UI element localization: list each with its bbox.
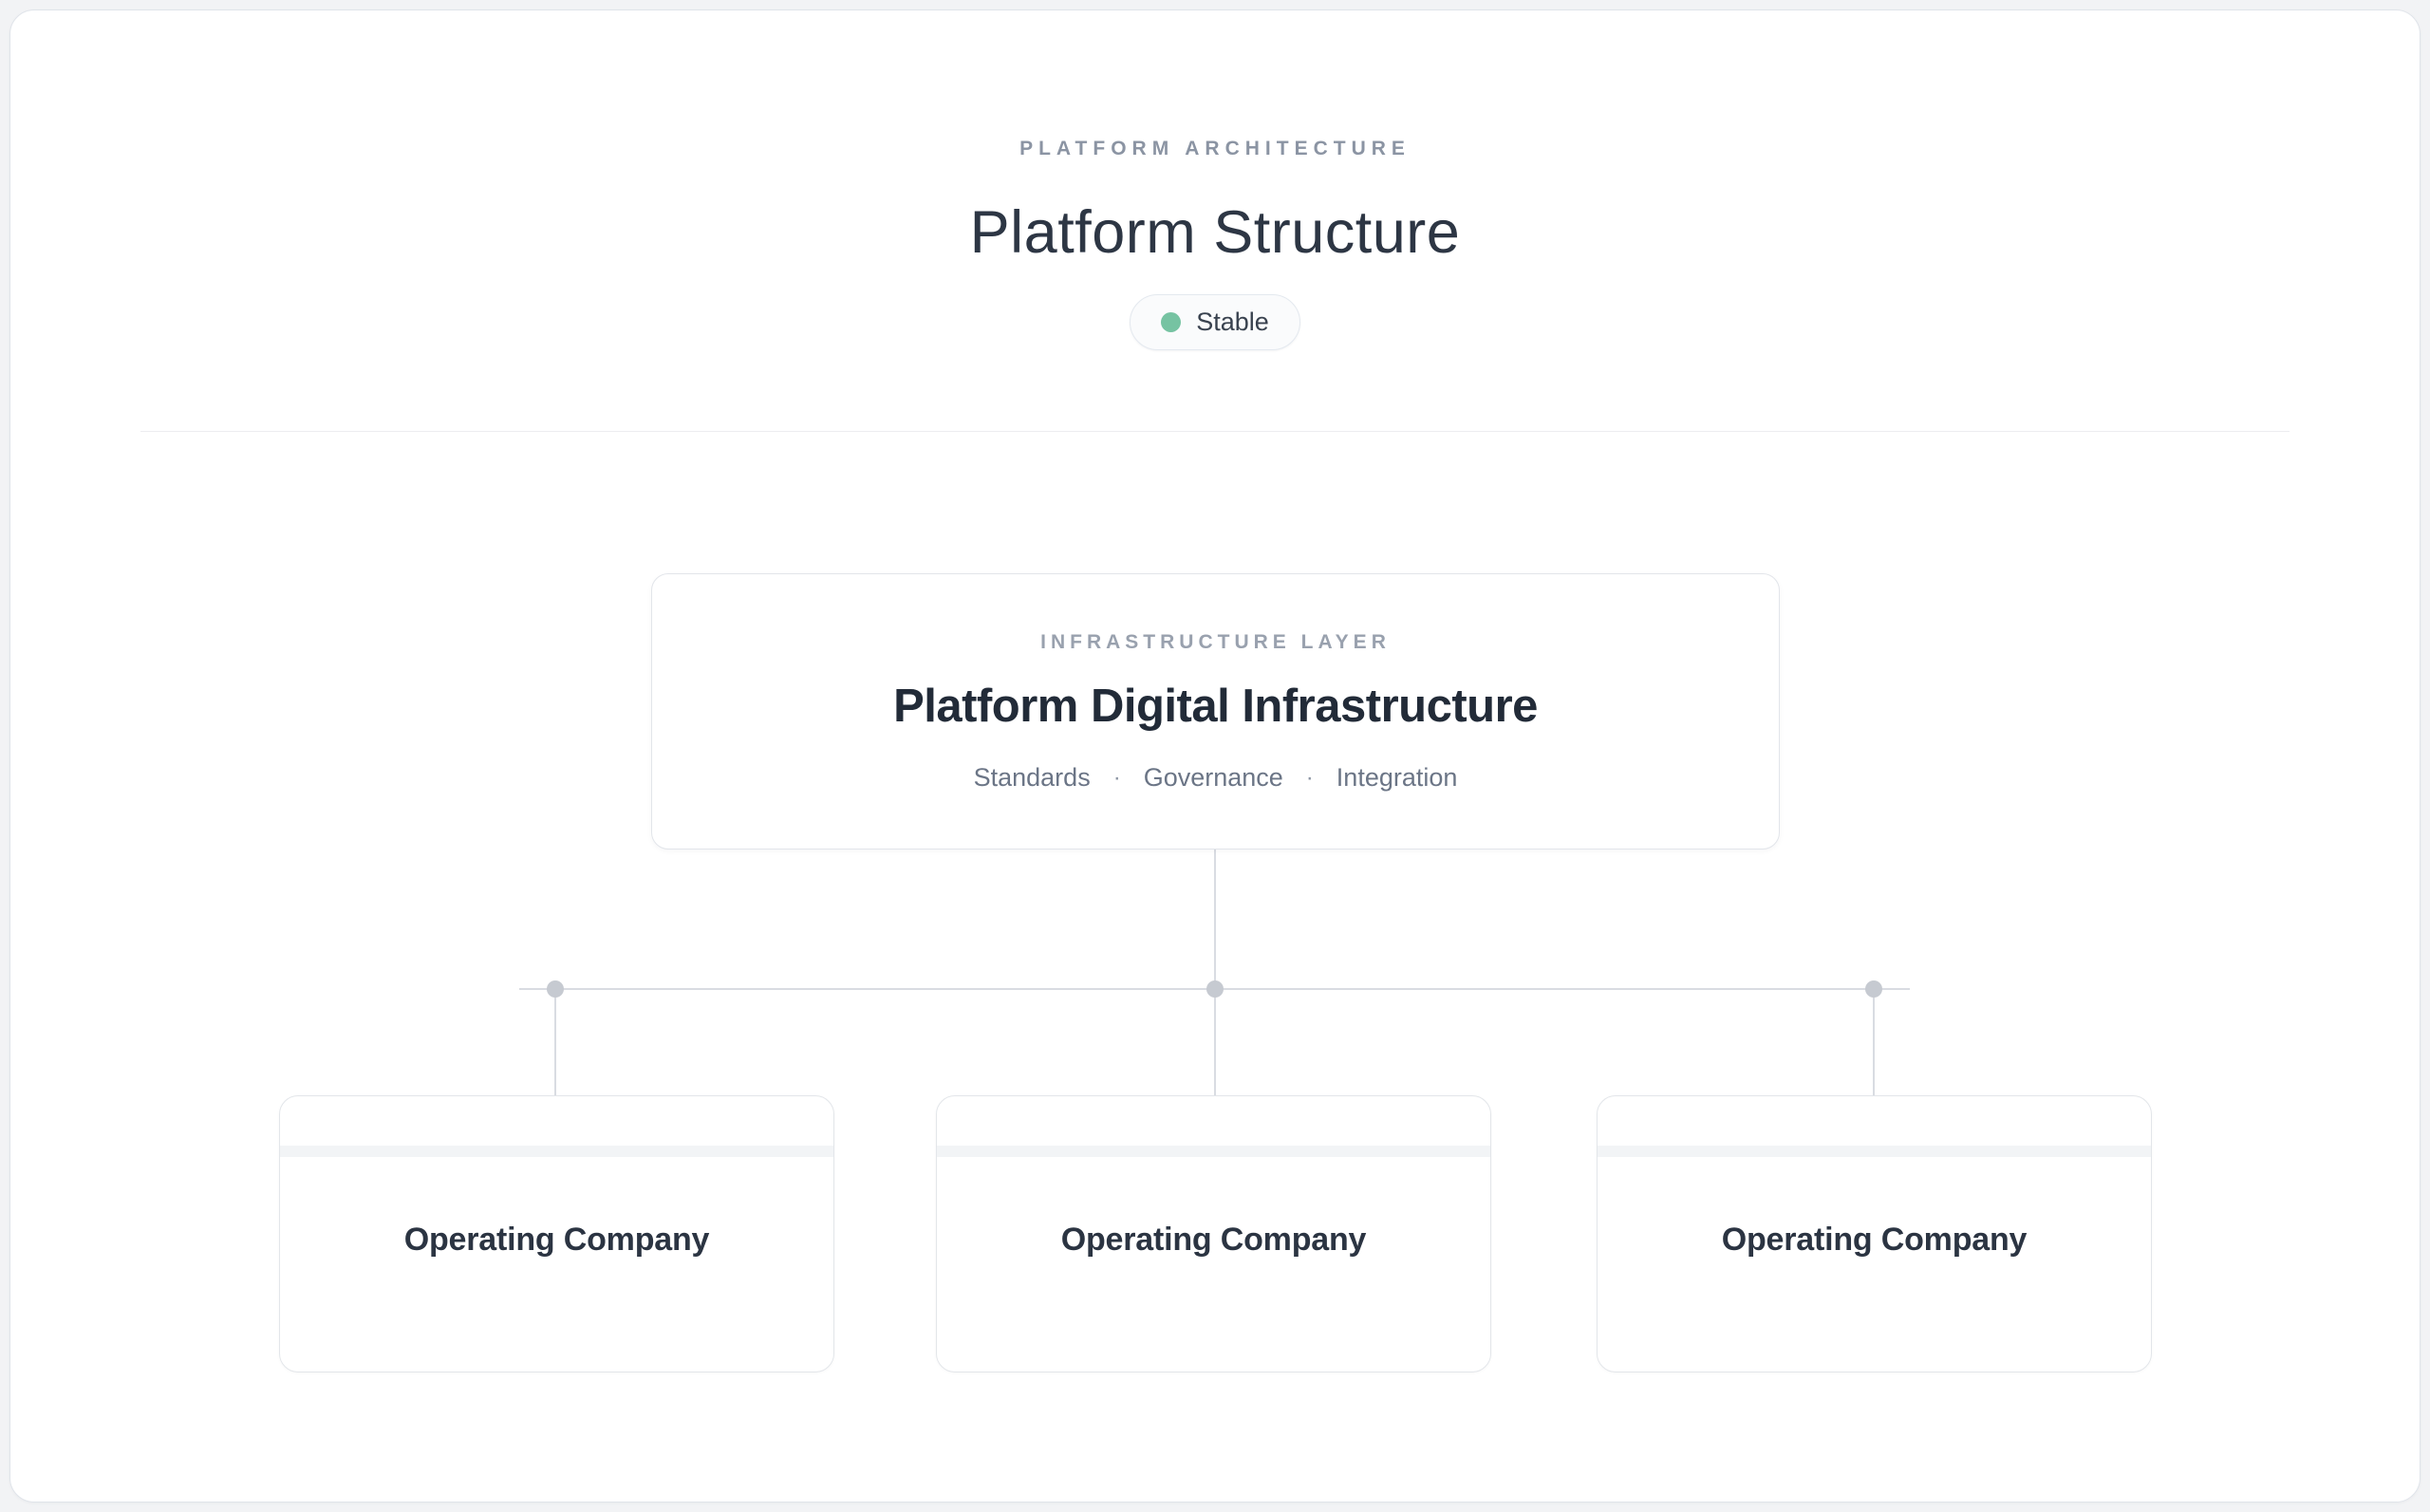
service-separator: · [1112, 764, 1121, 791]
status-badge-label: Stable [1196, 308, 1269, 337]
child-node-accent-band [1598, 1146, 2151, 1157]
header-divider [140, 431, 2290, 432]
child-node-accent-band [937, 1146, 1490, 1157]
status-badge[interactable]: Stable [1130, 294, 1300, 350]
child-node-operating-company-1[interactable]: Operating Company [279, 1095, 834, 1372]
service-item: Governance [1143, 763, 1283, 793]
service-separator: · [1305, 764, 1314, 791]
page-header: PLATFORM ARCHITECTURE Platform Structure… [0, 139, 2430, 350]
status-dot-icon [1161, 311, 1182, 332]
page-title: Platform Structure [969, 199, 1461, 266]
root-node-services: Standards · Governance · Integration [974, 765, 1458, 791]
child-node-label: Operating Company [403, 1221, 710, 1258]
service-item: Standards [973, 763, 1091, 793]
page-eyebrow: PLATFORM ARCHITECTURE [1019, 138, 1411, 159]
root-node-eyebrow: INFRASTRUCTURE LAYER [1040, 630, 1391, 653]
child-node-operating-company-2[interactable]: Operating Company [936, 1095, 1491, 1372]
service-item: Integration [1336, 763, 1458, 793]
child-node-label: Operating Company [1060, 1221, 1367, 1258]
child-node-label: Operating Company [1721, 1221, 2028, 1258]
root-node-title: Platform Digital Infrastructure [893, 680, 1538, 732]
child-node-accent-band [280, 1146, 833, 1157]
child-node-operating-company-3[interactable]: Operating Company [1597, 1095, 2152, 1372]
root-node-infrastructure[interactable]: INFRASTRUCTURE LAYER Platform Digital In… [651, 573, 1780, 849]
